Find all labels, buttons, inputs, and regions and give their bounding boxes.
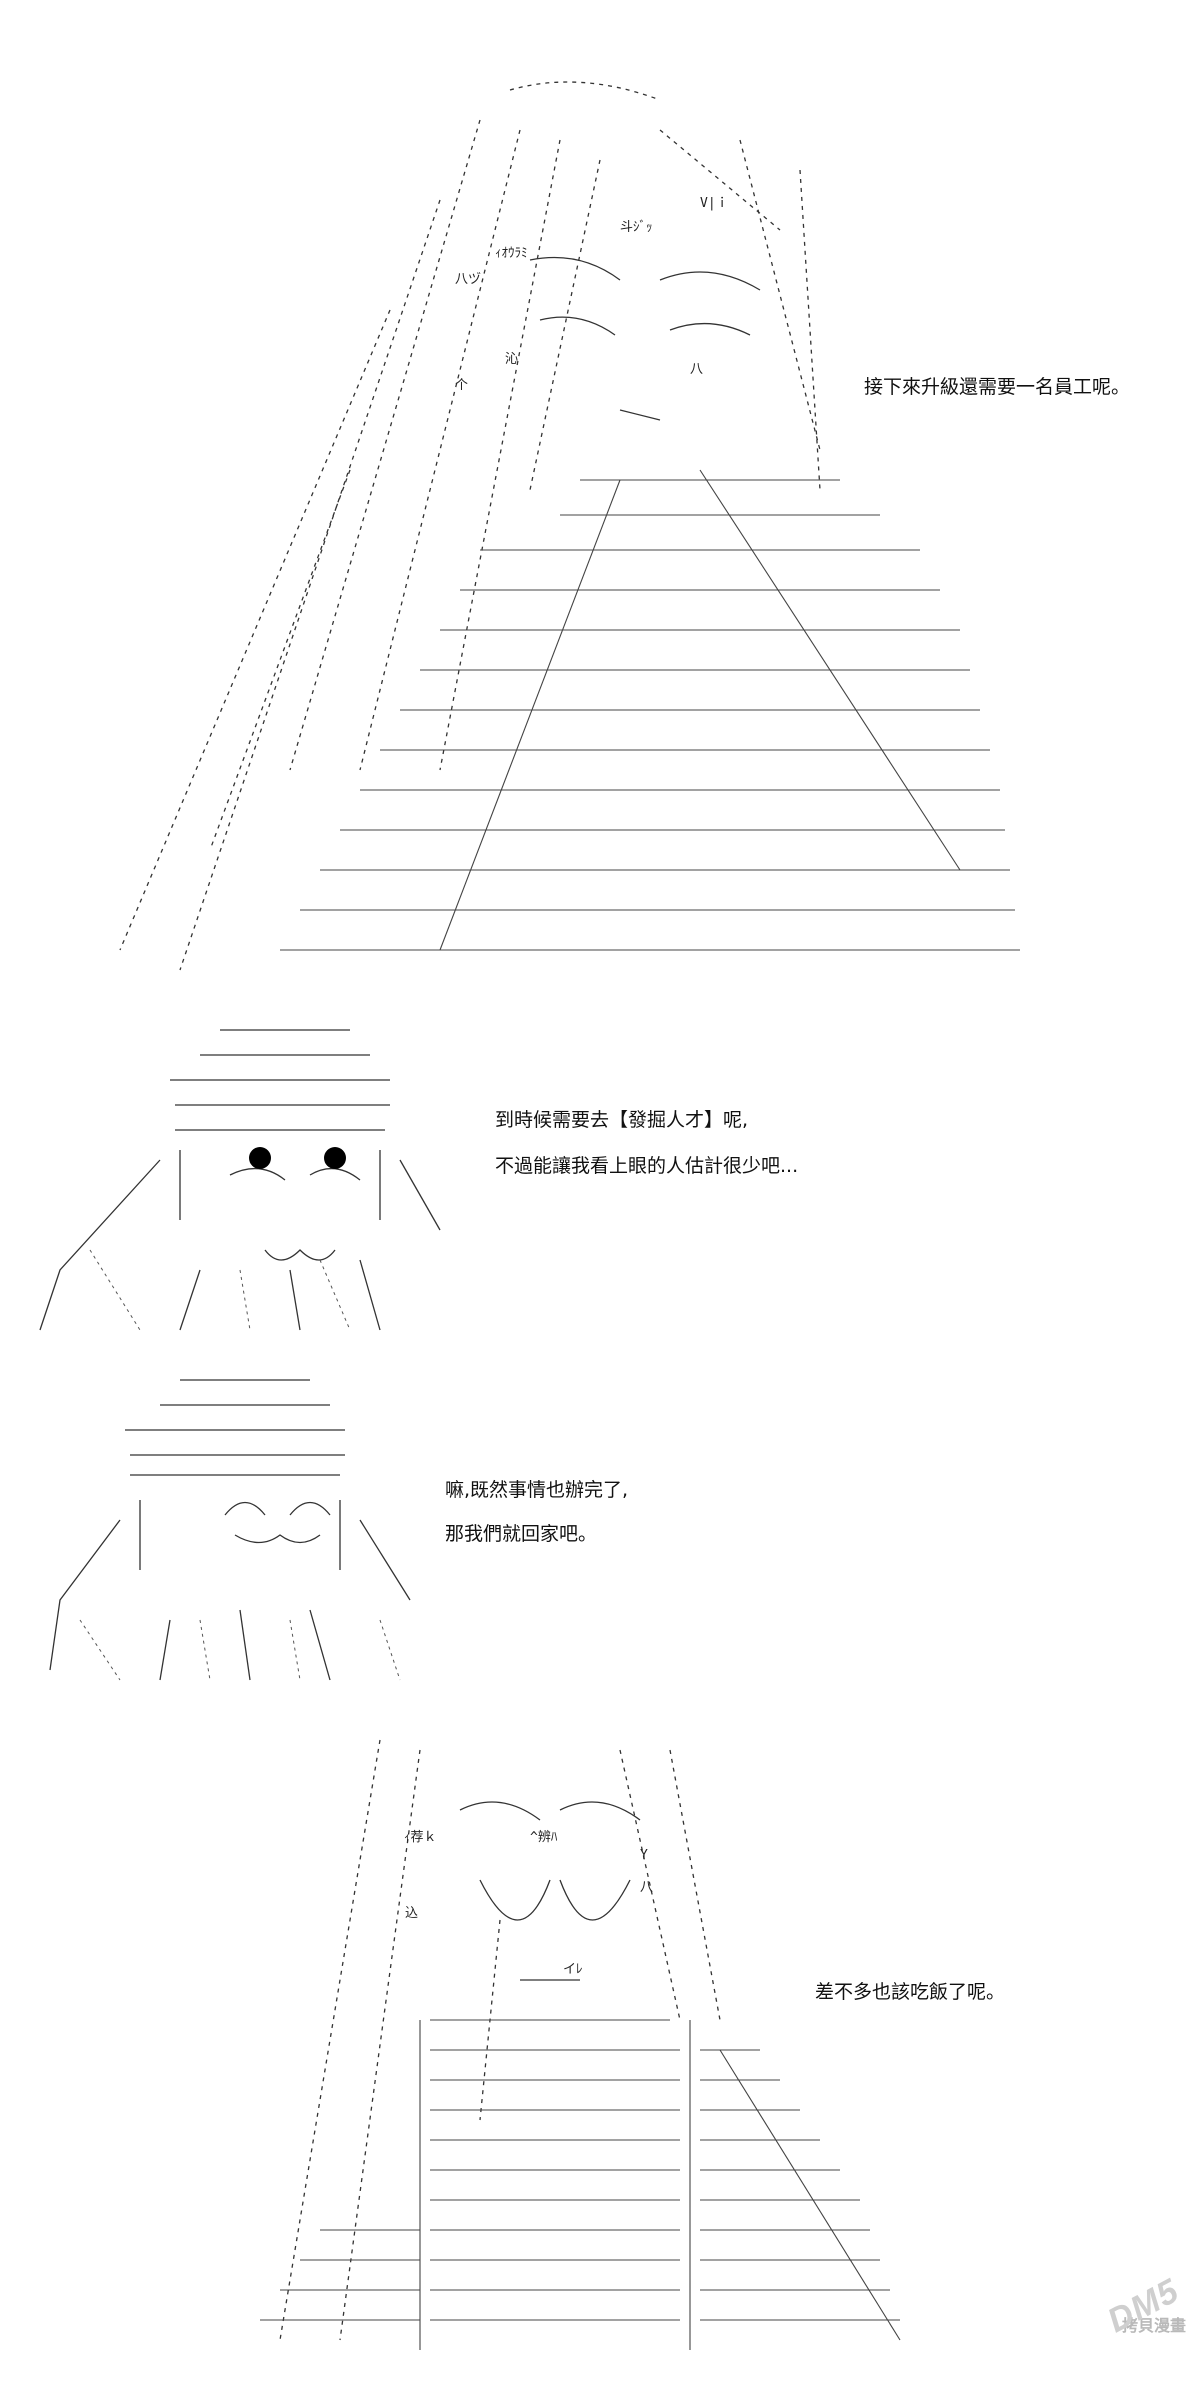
caption-line: 差不多也該吃飯了呢。 [815,1981,1006,2003]
caption-line: 到時候需要去【發掘人才】呢, [495,1109,749,1131]
mascot-right-eye [324,1147,346,1169]
caption-2: 到時候需要去【發掘人才】呢, 不過能讓我看上眼的人估計很少吧... [495,1103,798,1183]
ascii-art-girl-hands-over-face [200,1690,920,2400]
ascii-label-1: ｨｵｳﾗﾐ [495,246,528,261]
caption-3: 嘛,既然事情也辦完了, 那我們就回家吧。 [445,1473,628,1551]
ascii-art-strokes [119,81,1020,971]
ascii-label-7: 八 [690,362,704,377]
ascii-label-2: 斗ｼﾞｯ [620,220,653,235]
panel-2: 到時候需要去【發掘人才】呢, 不過能讓我看上眼的人估計很少吧... [0,980,1200,1340]
ascii-label-4: 沁 [505,352,519,367]
ascii-art-mascot-open-eyes [0,980,460,1380]
panel-3: 嘛,既然事情也辦完了, 那我們就回家吧。 [0,1340,1200,1681]
caption-line: 接下來升級還需要一名員工呢。 [864,376,1131,398]
ascii-label-8: ｨ荐ｋ [404,1830,437,1845]
ascii-label-9: ^辨ﾊ [530,1830,558,1845]
ascii-label-10: 込 [405,1906,419,1921]
caption-line: 那我們就回家吧。 [445,1523,598,1545]
panel-1: ｨｵｳﾗﾐ 斗ｼﾞｯ 八ヅ 沁 个 V|ｉ 八 接下來升級還需要一名員工呢。 [0,0,1200,980]
ascii-label-12: Y [640,1848,648,1863]
mascot-left-eye [249,1147,271,1169]
watermark: DM5 拷貝漫畫 [1102,2267,1186,2341]
caption-line: 不過能讓我看上眼的人估計很少吧... [495,1155,799,1177]
caption-line: 嘛,既然事情也辦完了, [445,1479,629,1501]
mascot-strokes [49,1379,411,1681]
ascii-label-6: V|ｉ [700,196,729,211]
mascot-strokes [39,1029,441,1331]
caption-4: 差不多也該吃飯了呢。 [815,1975,1005,2009]
ascii-art-long-hair-girl [60,20,1020,1020]
ascii-label-5: 个 [455,378,469,393]
ascii-art-mascot-smiling [0,1340,460,1720]
ascii-label-13: 八 [640,1880,654,1895]
caption-1: 接下來升級還需要一名員工呢。 [864,370,1130,404]
panel-4: ｨ荐ｋ ^辨ﾊ 込 イﾚ Y 八 差不多也該吃飯了呢。 DM5 拷貝漫畫 [0,1680,1200,2350]
ascii-label-3: 八ヅ [455,272,482,287]
ascii-label-11: イﾚ [563,1962,583,1977]
watermark-text: 拷貝漫畫 [1121,2316,1186,2335]
character-strokes [260,1739,901,2350]
